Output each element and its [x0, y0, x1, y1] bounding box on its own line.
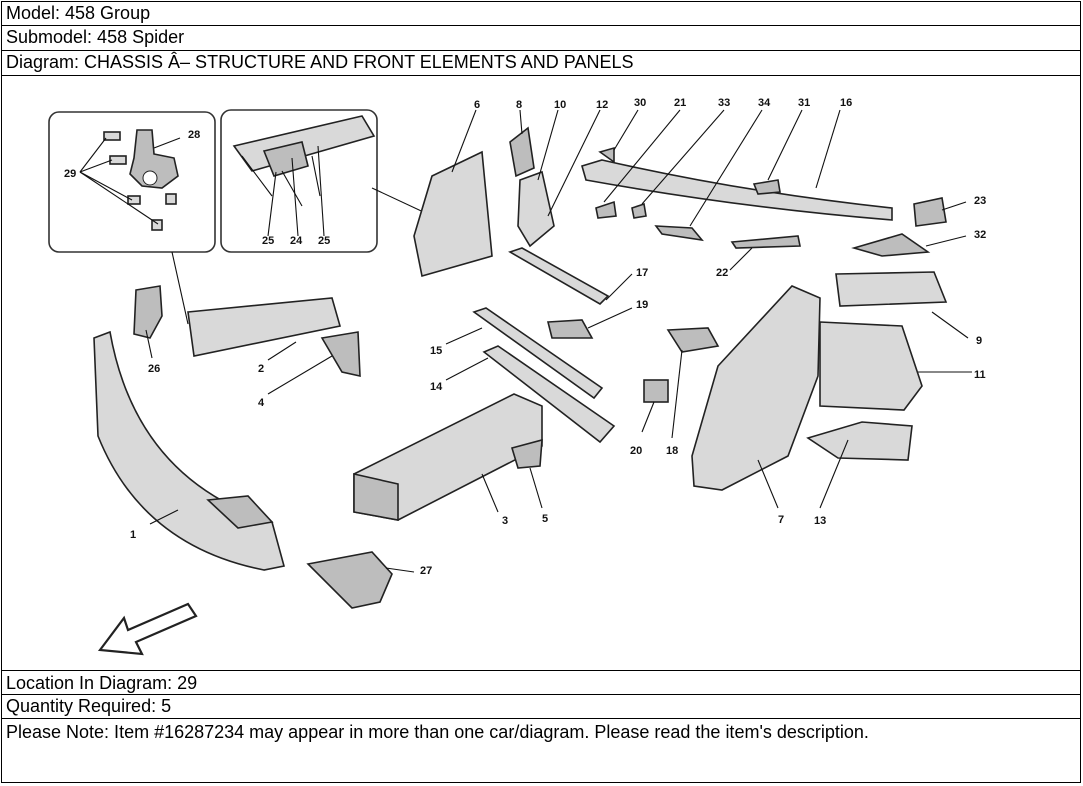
cap-8 [509, 126, 535, 178]
callout-29: 29 [64, 168, 76, 180]
panel-11 [819, 321, 923, 411]
panel-32 [851, 233, 931, 257]
callout-25b: 25 [318, 235, 330, 247]
callout-9: 9 [976, 335, 982, 347]
bracket-21 [595, 200, 617, 219]
callout-17: 17 [636, 267, 648, 279]
callout-19: 19 [636, 299, 648, 311]
callout-32: 32 [974, 229, 986, 241]
mount-23 [913, 197, 947, 227]
callout-18: 18 [666, 445, 678, 457]
bracket-5 [510, 438, 543, 469]
callout-16: 16 [840, 97, 852, 109]
bracket-34 [654, 225, 704, 242]
front-direction-arrow-icon [97, 602, 198, 656]
callout-23: 23 [974, 195, 986, 207]
wheel-arch-7 [691, 285, 821, 491]
callout-31: 31 [798, 97, 810, 109]
upper-rail-16 [581, 159, 893, 221]
callout-15: 15 [430, 345, 442, 357]
diagram-title: Diagram: CHASSIS Â– STRUCTURE AND FRONT … [6, 52, 634, 72]
callout-1: 1 [130, 529, 136, 541]
leader-lines [79, 109, 972, 573]
callout-numbers: 1 2 3 4 5 6 7 8 9 10 11 12 13 14 15 16 1… [64, 97, 986, 577]
callout-21: 21 [674, 97, 686, 109]
strip-22 [730, 235, 801, 249]
model-label: Model: 458 Group [6, 3, 151, 23]
callout-11: 11 [974, 369, 986, 381]
callout-28: 28 [188, 129, 200, 141]
shock-tower-6 [413, 150, 493, 278]
bracket-31 [752, 179, 781, 195]
callout-10: 10 [554, 99, 566, 111]
quantity-row: Quantity Required: 5 [2, 695, 1080, 719]
rail-17 [508, 247, 610, 305]
pillar-10 [517, 170, 555, 248]
bracket-26 [133, 285, 163, 339]
location-label: Location In Diagram: 29 [6, 673, 198, 693]
callout-4: 4 [258, 397, 265, 409]
callout-12: 12 [596, 99, 608, 111]
location-row: Location In Diagram: 29 [2, 670, 1080, 695]
callout-22: 22 [716, 267, 728, 279]
callout-30: 30 [634, 97, 646, 109]
clip-30 [598, 146, 615, 164]
model-row: Model: 458 Group [2, 2, 1080, 26]
quantity-label: Quantity Required: 5 [6, 696, 172, 716]
submodel-row: Submodel: 458 Spider [2, 26, 1080, 51]
bracket-19 [546, 319, 594, 339]
note-text: Please Note: Item #16287234 may appear i… [6, 722, 869, 742]
callout-7: 7 [778, 514, 784, 526]
bracket-27 [306, 551, 393, 609]
callout-33: 33 [718, 97, 730, 109]
callout-6: 6 [474, 99, 480, 111]
strut-15 [472, 307, 604, 400]
callout-34: 34 [758, 97, 771, 109]
duct-13 [806, 421, 913, 461]
note-row: Please Note: Item #16287234 may appear i… [2, 719, 1080, 782]
callout-5: 5 [542, 513, 548, 525]
callout-3: 3 [502, 515, 508, 527]
callout-2: 2 [258, 363, 264, 375]
bracket-28 [129, 129, 179, 189]
diagram-title-row: Diagram: CHASSIS Â– STRUCTURE AND FRONT … [2, 51, 1080, 76]
side-rail-2 [187, 297, 342, 357]
clip-33 [631, 202, 647, 219]
inset-bracket-detail [48, 111, 216, 253]
plate-4 [320, 331, 361, 378]
callout-25a: 25 [262, 235, 274, 247]
callout-13: 13 [814, 515, 826, 527]
strut-14 [482, 345, 616, 444]
callout-8: 8 [516, 99, 522, 111]
callout-20: 20 [630, 445, 642, 457]
exploded-parts-diagram: 1 2 3 4 5 6 7 8 9 10 11 12 13 14 15 16 1… [2, 76, 1080, 671]
submodel-label: Submodel: 458 Spider [6, 27, 185, 47]
bracket-18 [666, 327, 720, 353]
panel-9 [835, 271, 948, 307]
callout-27: 27 [420, 565, 432, 577]
block-20 [643, 379, 669, 403]
front-bumper-beam-1 [93, 330, 285, 571]
callout-24: 24 [290, 235, 303, 247]
callout-14: 14 [430, 381, 443, 393]
callout-26: 26 [148, 363, 160, 375]
